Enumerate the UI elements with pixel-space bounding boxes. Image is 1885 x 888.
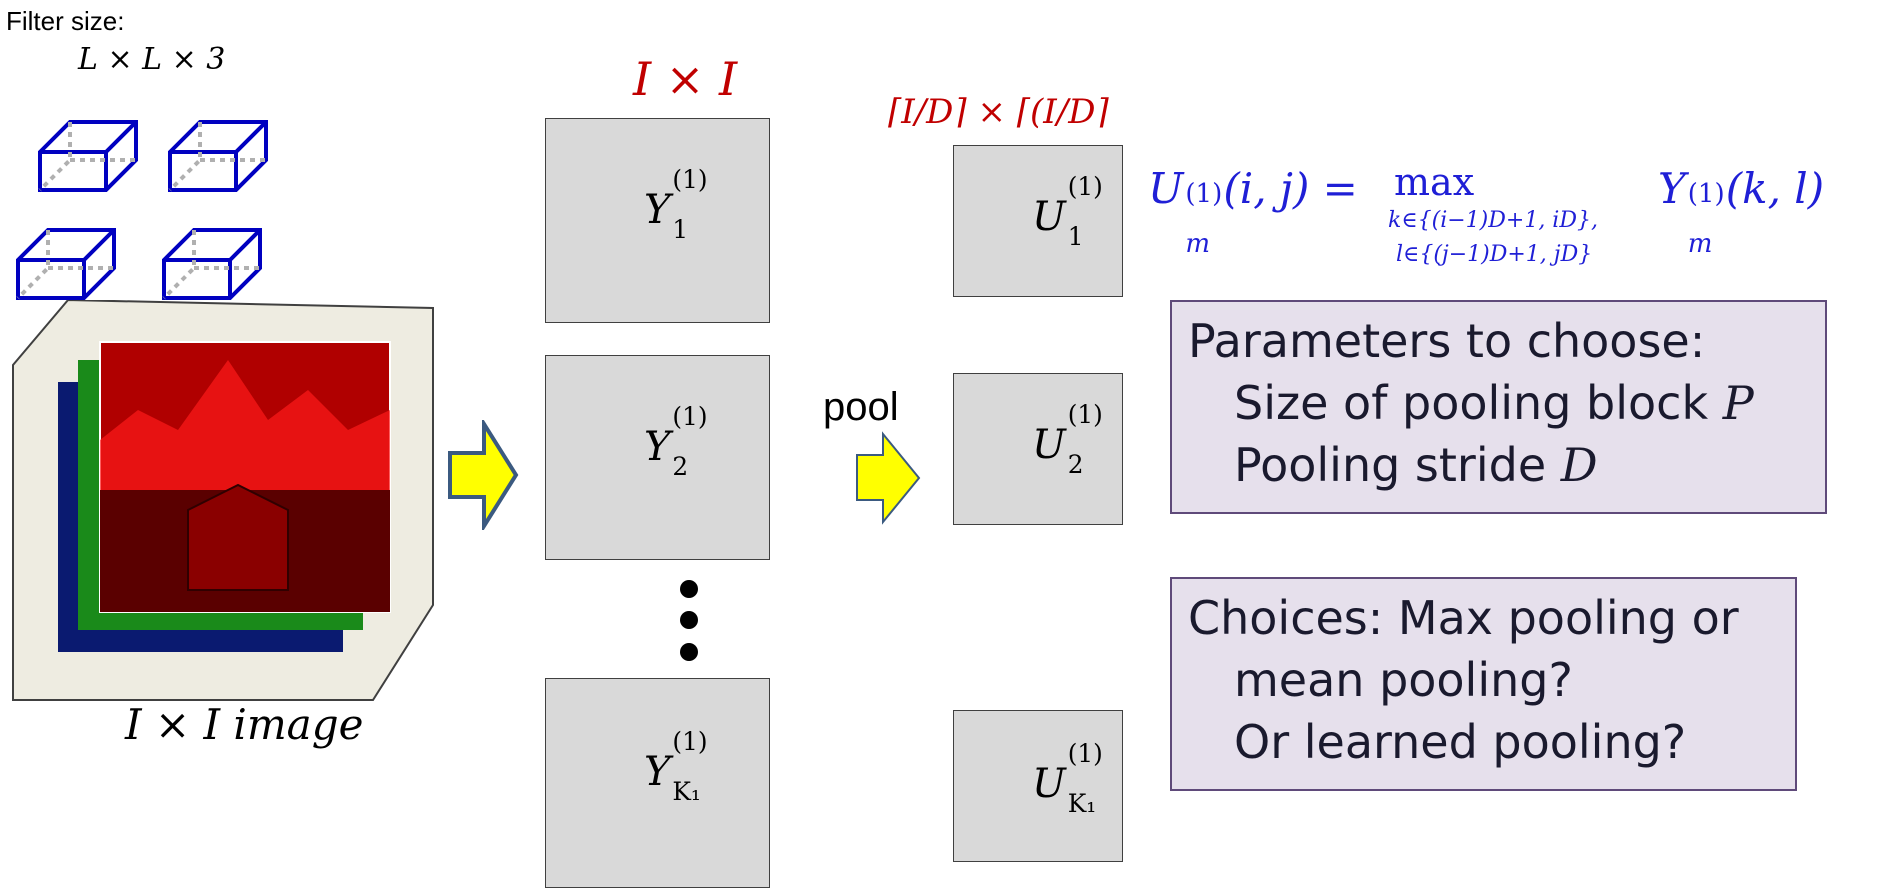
parameters-box: Parameters to choose: Size of pooling bl… [1170, 300, 1827, 514]
conv-map-label: Y(1)K₁ [644, 749, 670, 795]
pool-map-label: U(1)2 [1032, 422, 1066, 468]
formula-lhs: U(1)m(i, j) = [1148, 164, 1358, 213]
pool-size-header: ⌈I/D⌉ × ⌈(I/D⌉ [888, 92, 1109, 132]
pool-map-1: U(1)1 [953, 145, 1123, 297]
cube-icon [18, 230, 114, 298]
pooling-formula: U(1)m(i, j) = max k∈{(i−1)D+1, iD}, l∈{(… [1148, 150, 1878, 280]
parameters-line-stride: Pooling stride D [1188, 434, 1809, 496]
pool-label: pool [823, 385, 899, 430]
cube-icon [40, 122, 136, 190]
conv-map-label: Y(1)2 [644, 424, 670, 470]
right-arrow-icon [446, 420, 522, 530]
pool-map-2: U(1)2 [953, 373, 1123, 525]
pool-map-k: U(1)K₁ [953, 710, 1123, 862]
conv-map-k: Y(1)K₁ [545, 678, 770, 888]
formula-max: max [1394, 160, 1474, 204]
choices-line-2: mean pooling? [1188, 649, 1779, 711]
cube-icon [164, 230, 260, 298]
right-arrow-icon [853, 430, 925, 525]
cube-icon [170, 122, 266, 190]
choices-line-1: Choices: Max pooling or [1188, 587, 1779, 649]
filter-cubes [10, 90, 280, 320]
pool-map-label: U(1)K₁ [1032, 761, 1066, 807]
image-caption: I × I image [125, 700, 363, 749]
formula-range-k: k∈{(i−1)D+1, iD}, [1388, 208, 1598, 233]
conv-map-2: Y(1)2 [545, 355, 770, 560]
input-image [8, 300, 448, 710]
formula-rhs: Y(1)m(k, l) [1658, 164, 1824, 213]
formula-range-l: l∈{(j−1)D+1, jD} [1396, 242, 1592, 267]
filter-size-label: Filter size: [6, 6, 124, 37]
parameters-line-block: Size of pooling block P [1188, 372, 1809, 434]
choices-box: Choices: Max pooling or mean pooling? Or… [1170, 577, 1797, 791]
conv-map-1: Y(1)1 [545, 118, 770, 323]
vertical-ellipsis-icon [677, 577, 707, 667]
conv-size-header: I × I [633, 52, 737, 106]
filter-size-value: L × L × 3 [78, 42, 225, 77]
conv-map-label: Y(1)1 [644, 187, 670, 233]
parameters-title: Parameters to choose: [1188, 310, 1809, 372]
pool-map-label: U(1)1 [1032, 194, 1066, 240]
choices-line-3: Or learned pooling? [1188, 711, 1779, 773]
